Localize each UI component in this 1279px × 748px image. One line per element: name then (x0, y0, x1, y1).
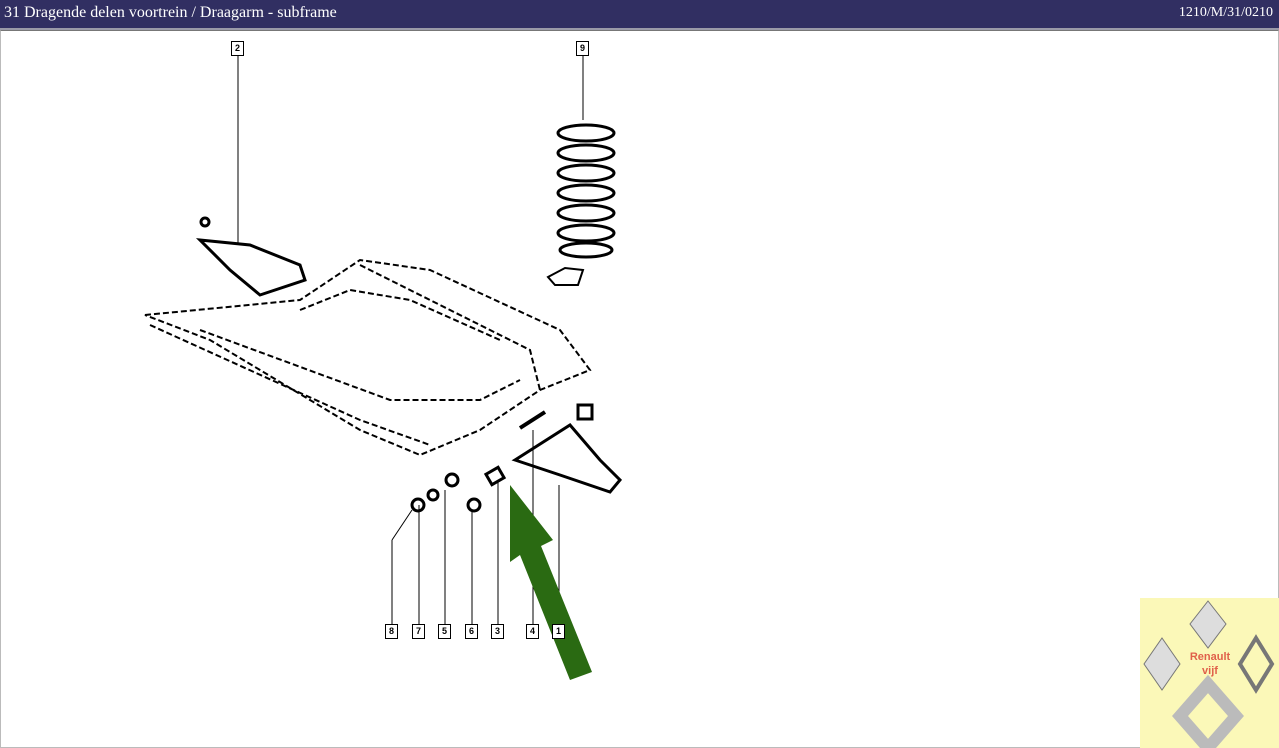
callout-4: 4 (526, 624, 539, 639)
leader-lines (237, 55, 584, 624)
renault-logo: Renault vijf (1140, 598, 1279, 748)
upper-arm-left (195, 216, 307, 297)
hardware (410, 465, 507, 513)
diagram-code: 1210/M/31/0210 (1178, 5, 1273, 20)
callout-1: 1 (552, 624, 565, 639)
callout-7: 7 (412, 624, 425, 639)
callout-5: 5 (438, 624, 451, 639)
callout-6: 6 (465, 624, 478, 639)
lower-arm (511, 403, 623, 494)
coil-spring (546, 123, 616, 286)
callout-8: 8 (385, 624, 398, 639)
title-bar: 31 Dragende delen voortrein / Draagarm -… (0, 0, 1279, 30)
subframe (144, 258, 592, 457)
callout-2: 2 (231, 41, 244, 56)
renault-diamonds-icon (1143, 600, 1275, 748)
page-title: 31 Dragende delen voortrein / Draagarm -… (4, 4, 337, 21)
callout-3: 3 (491, 624, 504, 639)
green-arrow (510, 485, 592, 680)
callout-9: 9 (576, 41, 589, 56)
logo-line-1: Renault (1189, 651, 1231, 663)
logo-line-2: vijf (1202, 665, 1218, 677)
